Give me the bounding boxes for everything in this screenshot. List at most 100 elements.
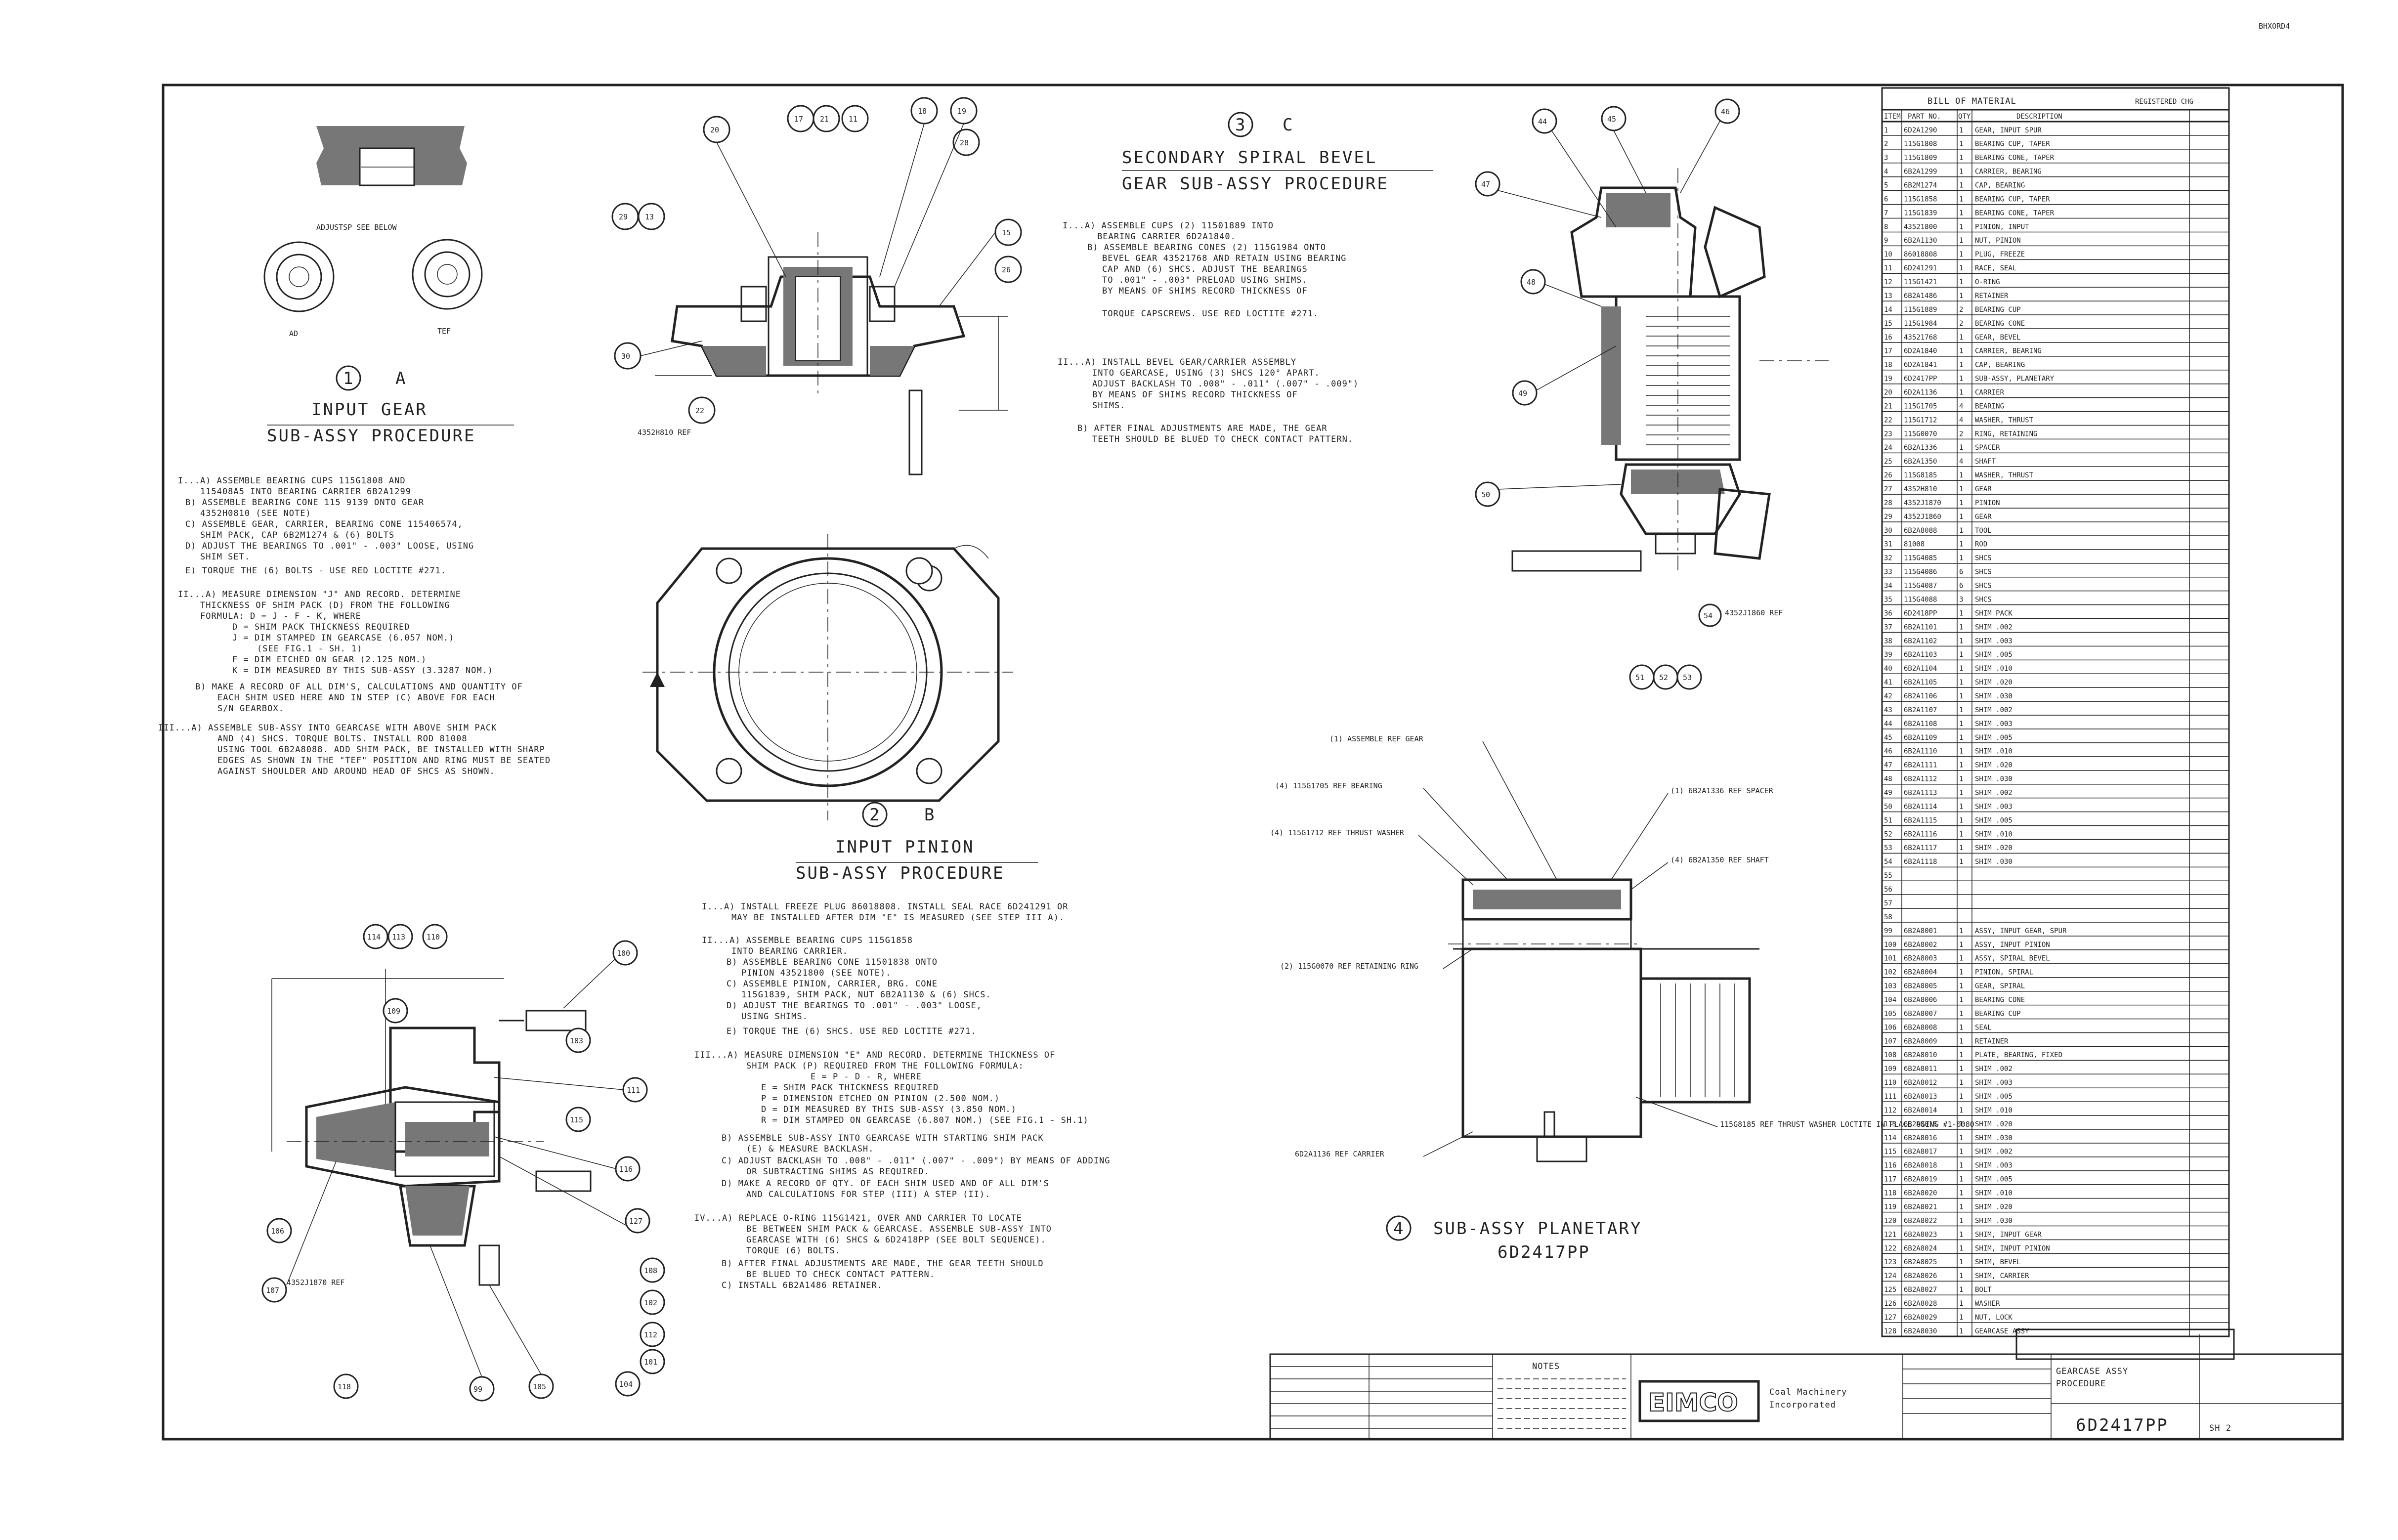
- bom-qty: 1: [1959, 637, 1963, 645]
- bom-part-number: 6B2A8017: [1904, 1148, 1937, 1156]
- bom-description: SHIM .020: [1975, 1203, 2013, 1211]
- callout-number: 104: [619, 1380, 633, 1389]
- bom-item-number: 118: [1884, 1190, 1896, 1198]
- callout-balloon: [625, 1208, 650, 1234]
- bom-part-number: 6B2A1102: [1904, 637, 1937, 645]
- bom-description: RETAINER: [1975, 1037, 2009, 1045]
- bom-item-number: 33: [1884, 568, 1892, 576]
- view-c-step: TO .001" - .003" PRELOAD USING SHIMS.: [1102, 275, 1308, 285]
- bom-description: SHIM .005: [1975, 1176, 2013, 1184]
- bom-description: SHIM, INPUT GEAR: [1975, 1231, 2042, 1239]
- bom-description: ASSY, INPUT GEAR, SPUR: [1975, 927, 2067, 935]
- view-c-step: B) AFTER FINAL ADJUSTMENTS ARE MADE, THE…: [1077, 424, 1327, 433]
- bom-description: SHIM .020: [1975, 762, 2013, 770]
- callout-number: 13: [645, 213, 654, 221]
- bom-item-number: 41: [1884, 679, 1892, 686]
- bom-qty: 1: [1959, 292, 1963, 300]
- bom-qty: 3: [1959, 596, 1963, 603]
- view-a-balloons: 20 17 21 11 18 19 28 15 26 29 13 30 22: [611, 97, 1022, 424]
- bom-qty: 1: [1959, 1148, 1963, 1156]
- callout-number: 105: [533, 1382, 546, 1391]
- bom-item-number: 20: [1884, 388, 1892, 396]
- bom-part-number: 6B2A1113: [1904, 789, 1937, 797]
- callout-balloon: [261, 1277, 287, 1303]
- bom-col-partno: PART NO.: [1908, 113, 1941, 121]
- bom-description: GEAR, SPIRAL: [1975, 983, 2025, 990]
- callout-balloon: [266, 1218, 292, 1243]
- bom-qty: 1: [1959, 140, 1963, 148]
- view-b-step: (E) & MEASURE BACKLASH.: [746, 1144, 874, 1154]
- bom-item-number: 48: [1884, 775, 1892, 783]
- bom-part-number: 6D2417PP: [1904, 375, 1937, 383]
- bom-item-number: 113: [1884, 1120, 1896, 1128]
- bom-part-number: 6B2A8015: [1904, 1120, 1937, 1128]
- plan-label: (2) 115G0070 REF RETAINING RING: [1280, 962, 1418, 971]
- bom-description: CARRIER: [1975, 388, 2005, 396]
- bom-item-number: 17: [1884, 347, 1892, 355]
- bom-qty: 1: [1959, 720, 1963, 728]
- callout-number: 17: [794, 115, 803, 124]
- view-b-step: B) ASSEMBLE BEARING CONE 11501838 ONTO: [727, 957, 938, 967]
- notes-title: NOTES: [1532, 1362, 1560, 1371]
- bom-part-number: 6B2A1107: [1904, 706, 1937, 714]
- view-b-step: PINION 43521800 (SEE NOTE).: [741, 968, 891, 978]
- bom-description: ASSY, INPUT PINION: [1975, 941, 2050, 949]
- bom-item-number: 21: [1884, 402, 1892, 410]
- view-c-step: BY MEANS OF SHIMS RECORD THICKNESS OF: [1092, 390, 1298, 400]
- bom-table: BILL OF MATERIAL REGISTERED CHG ITEM PAR…: [1881, 87, 2230, 1337]
- bom-qty: 1: [1959, 955, 1963, 963]
- callout-number: 53: [1683, 673, 1692, 682]
- callout-balloon: [387, 924, 413, 949]
- view-a-step: SHIM PACK, CAP 6B2M1274 & (6) BOLTS: [200, 530, 394, 540]
- bom-qty: 1: [1959, 748, 1963, 756]
- bom-item-number: 5: [1884, 182, 1888, 190]
- view-b-group: 2 B INPUT PINION SUB-ASSY PROCEDURE I...…: [694, 802, 1110, 1290]
- bom-qty: 1: [1959, 803, 1963, 811]
- bom-item-number: 125: [1884, 1286, 1896, 1294]
- bom-description: BEARING CONE, TAPER: [1975, 154, 2055, 162]
- bom-qty: 1: [1959, 1093, 1963, 1101]
- view-c-step: ADJUST BACKLASH TO .008" - .011" (.007" …: [1092, 379, 1359, 389]
- view-c-step: B) ASSEMBLE BEARING CONES (2) 115G1984 O…: [1087, 243, 1326, 253]
- bom-qty: 4: [1959, 416, 1963, 424]
- bom-description: RING, RETAINING: [1975, 430, 2037, 438]
- bom-item-number: 47: [1884, 762, 1892, 770]
- callout-number: 113: [392, 933, 405, 941]
- view-a-step: E) TORQUE THE (6) BOLTS - USE RED LOCTIT…: [185, 566, 446, 576]
- view-b-step: I...A) INSTALL FREEZE PLUG 86018808. INS…: [702, 902, 1069, 912]
- callout-balloon: [333, 1373, 359, 1399]
- bom-qty: 1: [1959, 1134, 1963, 1142]
- callout-number: 110: [427, 933, 440, 941]
- company-line: Incorporated: [1769, 1400, 1836, 1410]
- bom-description: GEAR: [1975, 513, 1992, 521]
- bom-item-number: 123: [1884, 1258, 1896, 1266]
- bom-item-number: 112: [1884, 1107, 1896, 1114]
- view-c-group: 3 C SECONDARY SPIRAL BEVEL GEAR SUB-ASSY…: [1058, 112, 1433, 444]
- callout-balloon: [1475, 171, 1500, 197]
- bom-description: WASHER, THRUST: [1975, 471, 2034, 479]
- callout-number: 29: [619, 213, 628, 221]
- bom-description: SHAFT: [1975, 458, 1996, 466]
- bom-description: SHIM .003: [1975, 803, 2013, 811]
- flange-balloon: [905, 557, 933, 585]
- bom-qty: 1: [1959, 830, 1963, 838]
- bom-qty: 1: [1959, 278, 1963, 286]
- bom-item-number: 55: [1884, 872, 1892, 880]
- bom-item-number: 100: [1884, 941, 1896, 949]
- bom-col-item: ITEM: [1884, 113, 1901, 121]
- view-c-step: CAP AND (6) SHCS. ADJUST THE BEARINGS: [1102, 264, 1308, 274]
- bom-item-number: 40: [1884, 665, 1892, 673]
- bom-part-number: 6B2A8007: [1904, 1010, 1937, 1018]
- bom-item-number: 124: [1884, 1272, 1896, 1280]
- bom-item-number: 13: [1884, 292, 1892, 300]
- bom-part-number: 6B2A8019: [1904, 1176, 1937, 1184]
- bom-item-number: 23: [1884, 430, 1892, 438]
- bom-part-number: 115G1712: [1904, 416, 1937, 424]
- callout-balloon: [640, 1257, 665, 1283]
- view-a-step: 4352H0810 (SEE NOTE): [200, 509, 311, 518]
- bom-part-number: 6B2A1130: [1904, 237, 1937, 245]
- bom-item-number: 108: [1884, 1051, 1896, 1059]
- view-a-title-line1: INPUT GEAR: [311, 400, 428, 420]
- bom-part-number: 6B2A8028: [1904, 1300, 1937, 1308]
- view-c-steps: I...A) ASSEMBLE CUPS (2) 11501889 INTO B…: [1058, 221, 1359, 444]
